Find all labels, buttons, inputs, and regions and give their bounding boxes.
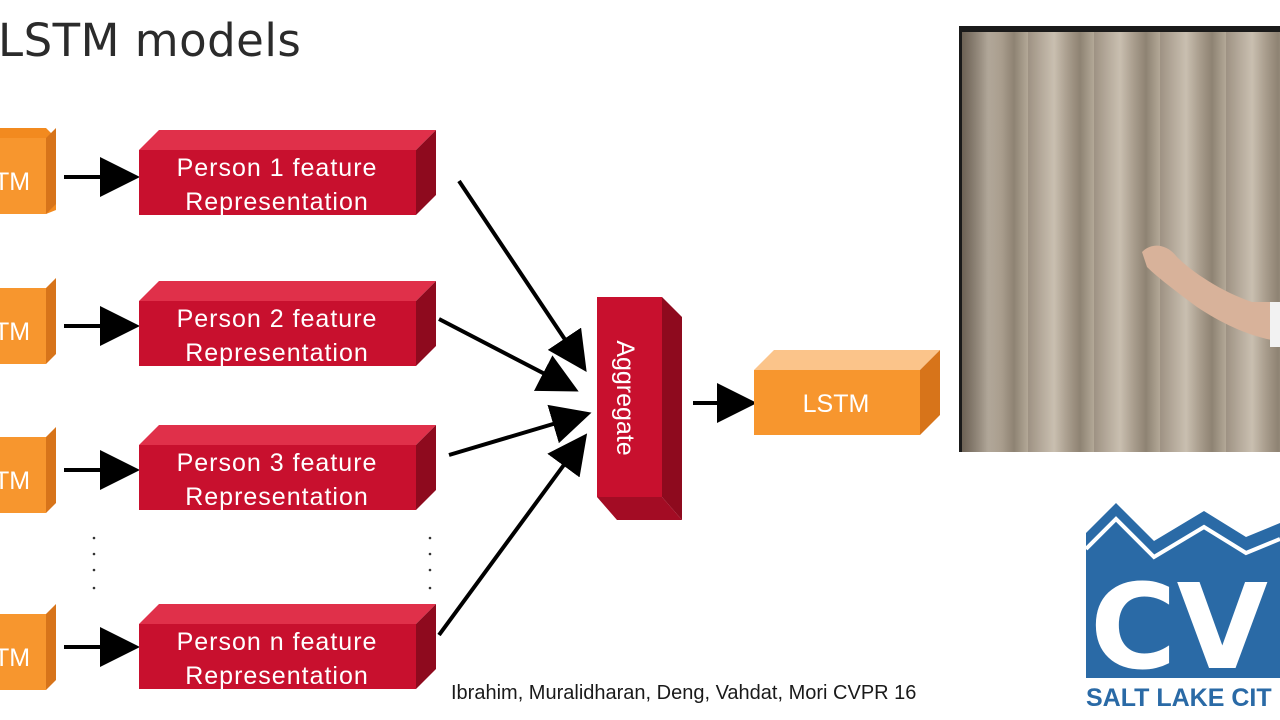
person-box-1: Person 1 feature Representation: [139, 130, 436, 216]
aggregate-box: Aggregate: [597, 297, 682, 520]
logo-letters: CV: [1090, 558, 1268, 696]
person-2-line1: Person 2 feature: [177, 305, 378, 333]
person-2-line2: Representation: [185, 339, 369, 367]
speaker-arm: [1142, 245, 1280, 347]
output-lstm-box: LSTM: [754, 350, 940, 435]
ellipsis-left: [92, 536, 96, 590]
person-3-line2: Representation: [185, 483, 369, 511]
left-lstm-box-4: TM: [0, 604, 56, 690]
arrow-person-n: [437, 433, 588, 637]
slide-title: LSTM models: [0, 14, 302, 67]
cvpr-logo: CV SALT LAKE CIT: [1086, 503, 1280, 712]
left-lstm-label-1: TM: [0, 168, 30, 196]
citation: Ibrahim, Muralidharan, Deng, Vahdat, Mor…: [451, 682, 917, 704]
arrow-person-2: [438, 317, 579, 392]
arrow-person-1: [457, 179, 587, 372]
output-lstm-label: LSTM: [803, 390, 870, 418]
speaker-video: [959, 26, 1280, 452]
person-box-2: Person 2 feature Representation: [139, 281, 436, 367]
person-3-line1: Person 3 feature: [177, 449, 378, 477]
person-n-line2: Representation: [185, 662, 369, 690]
left-lstm-label-3: TM: [0, 467, 30, 495]
left-lstm-label-2: TM: [0, 318, 30, 346]
left-lstm-label-4: TM: [0, 644, 30, 672]
person-box-n: Person n feature Representation: [139, 604, 436, 690]
curtain-background: [962, 32, 1280, 452]
left-lstm-box-3: TM: [0, 427, 56, 513]
person-n-line1: Person n feature: [177, 628, 378, 656]
person-1-line1: Person 1 feature: [177, 154, 378, 182]
lstm-diagram: TM TM TM TM Person 1 feature Representat…: [0, 128, 940, 690]
logo-subtitle: SALT LAKE CIT: [1086, 684, 1272, 712]
left-lstm-box-1: TM: [0, 128, 56, 214]
person-1-line2: Representation: [185, 188, 369, 216]
left-lstm-box-2: TM: [0, 278, 56, 364]
arrow-person-3: [448, 404, 592, 457]
ellipsis-right: [428, 536, 432, 590]
person-box-3: Person 3 feature Representation: [139, 425, 436, 511]
aggregate-label: Aggregate: [611, 340, 639, 455]
